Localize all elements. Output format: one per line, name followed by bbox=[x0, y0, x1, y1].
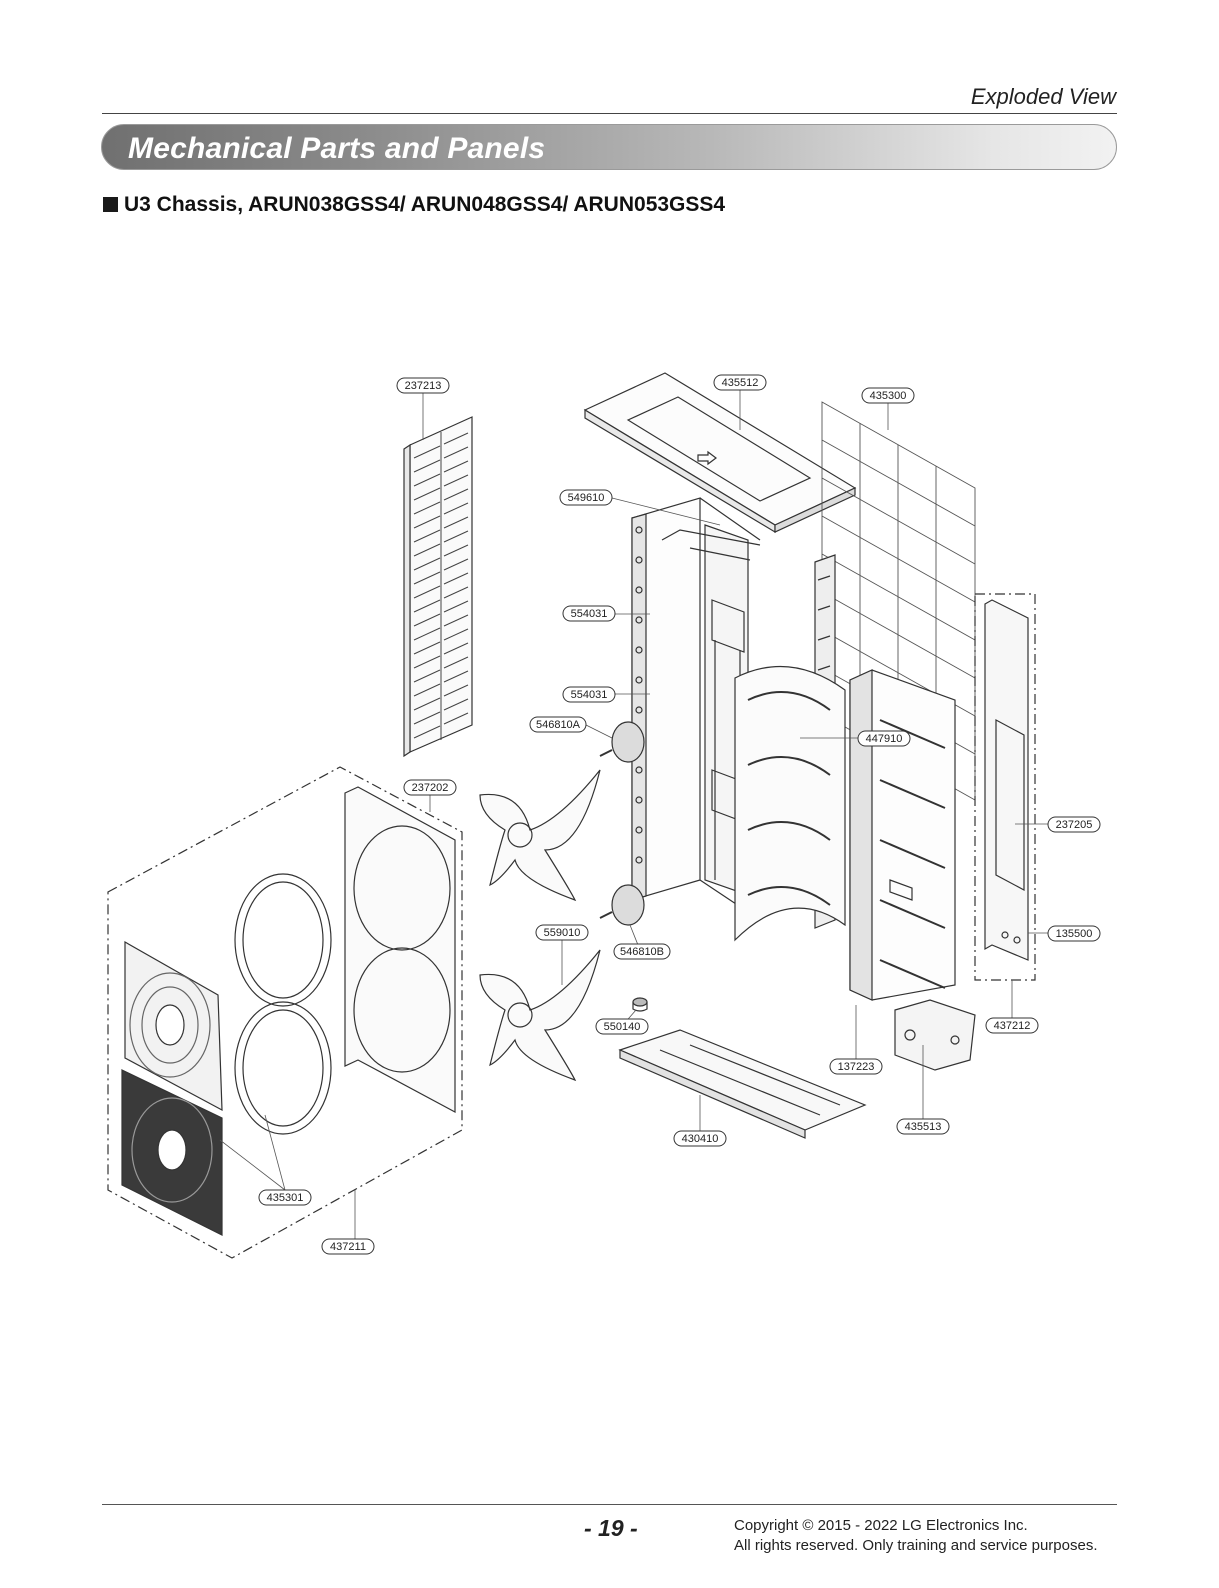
section-label: Exploded View bbox=[970, 84, 1116, 109]
part-callout-447910: 447910 bbox=[857, 730, 911, 747]
subtitle: U3 Chassis, ARUN038GSS4/ ARUN048GSS4/ AR… bbox=[103, 193, 725, 217]
section-banner: Mechanical Parts and Panels bbox=[101, 124, 1117, 170]
barrier-panel bbox=[734, 665, 846, 942]
part-callout-559010: 559010 bbox=[535, 924, 589, 941]
copyright-line-1: Copyright © 2015 - 2022 LG Electronics I… bbox=[734, 1517, 1028, 1534]
fan-propeller-upper bbox=[479, 769, 601, 902]
right-side-panel bbox=[974, 593, 1036, 981]
svg-text:546810B: 546810B bbox=[620, 946, 664, 958]
page-number: - 19 - bbox=[584, 1515, 638, 1541]
svg-text:550140: 550140 bbox=[604, 1021, 641, 1033]
orifice-ring-lower bbox=[234, 1001, 332, 1135]
part-callout-435513: 435513 bbox=[896, 1118, 950, 1135]
part-callout-435512: 435512 bbox=[713, 374, 767, 391]
svg-text:237202: 237202 bbox=[412, 782, 449, 794]
svg-text:554031: 554031 bbox=[571, 689, 608, 701]
leader-lines bbox=[219, 389, 1048, 1240]
part-callout-554031-upper: 554031 bbox=[562, 605, 616, 622]
part-callout-437212: 437212 bbox=[985, 1017, 1039, 1034]
svg-text:430410: 430410 bbox=[682, 1133, 719, 1145]
drain-cap bbox=[632, 997, 648, 1012]
part-callout-546810b: 546810B bbox=[613, 943, 671, 960]
banner-title: Mechanical Parts and Panels bbox=[128, 132, 546, 165]
svg-text:546810A: 546810A bbox=[536, 719, 581, 731]
fan-guard-lower bbox=[121, 1069, 223, 1236]
front-panel-assembly bbox=[107, 766, 463, 1259]
part-callout-237205: 237205 bbox=[1047, 816, 1101, 833]
part-callout-237213: 237213 bbox=[396, 377, 450, 394]
svg-text:435301: 435301 bbox=[267, 1192, 304, 1204]
subtitle-text: U3 Chassis, ARUN038GSS4/ ARUN048GSS4/ AR… bbox=[124, 193, 726, 216]
svg-text:437211: 437211 bbox=[330, 1241, 366, 1253]
part-callout-237202: 237202 bbox=[403, 779, 457, 796]
fan-guard-upper bbox=[124, 940, 223, 1112]
svg-text:554031: 554031 bbox=[571, 608, 608, 620]
part-callout-550140: 550140 bbox=[595, 1018, 649, 1035]
fan-motor-lower bbox=[599, 884, 645, 926]
base-pan bbox=[618, 1029, 867, 1139]
part-callout-546810a: 546810A bbox=[529, 716, 587, 733]
svg-text:447910: 447910 bbox=[866, 733, 903, 745]
svg-text:137223: 137223 bbox=[838, 1061, 875, 1073]
svg-text:435300: 435300 bbox=[870, 390, 907, 402]
part-callout-135500: 135500 bbox=[1047, 925, 1101, 942]
svg-text:435512: 435512 bbox=[722, 377, 759, 389]
part-callout-137223: 137223 bbox=[829, 1058, 883, 1075]
front-panel bbox=[344, 786, 456, 1114]
top-cover bbox=[583, 372, 857, 534]
svg-text:135500: 135500 bbox=[1056, 928, 1093, 940]
heat-exchanger-coil bbox=[631, 497, 761, 921]
header-rule bbox=[102, 113, 1117, 114]
svg-text:435513: 435513 bbox=[905, 1121, 942, 1133]
svg-text:237205: 237205 bbox=[1056, 819, 1093, 831]
part-callout-430410: 430410 bbox=[673, 1130, 727, 1147]
copyright-line-2: All rights reserved. Only training and s… bbox=[734, 1537, 1098, 1554]
copyright: Copyright © 2015 - 2022 LG Electronics I… bbox=[734, 1516, 1098, 1556]
svg-text:437212: 437212 bbox=[994, 1020, 1031, 1032]
fan-motor-upper bbox=[599, 721, 645, 763]
front-right-panel bbox=[849, 669, 956, 1001]
orifice-ring-upper bbox=[234, 873, 332, 1007]
part-callout-437211: 437211 bbox=[321, 1238, 375, 1255]
side-grille-panel bbox=[403, 416, 473, 758]
svg-text:549610: 549610 bbox=[568, 492, 605, 504]
svg-text:559010: 559010 bbox=[544, 927, 581, 939]
corner-cover bbox=[894, 999, 976, 1071]
fan-propeller-lower bbox=[479, 949, 601, 1082]
bullet-square-icon bbox=[103, 197, 118, 212]
svg-text:237213: 237213 bbox=[405, 380, 442, 392]
part-callout-435301: 435301 bbox=[258, 1189, 312, 1206]
part-callout-549610: 549610 bbox=[559, 489, 613, 506]
footer-rule bbox=[102, 1504, 1117, 1505]
part-callout-554031-lower: 554031 bbox=[562, 686, 616, 703]
part-callout-435300: 435300 bbox=[861, 387, 915, 404]
